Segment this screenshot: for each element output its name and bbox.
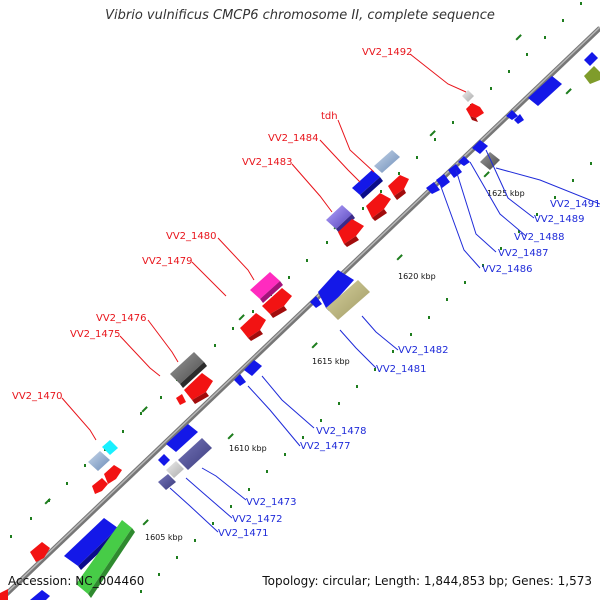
label-vv2-1471[interactable]: VV2_1471 [218,528,269,539]
gene-vv2-1475[interactable] [184,373,213,400]
label-vv2-1479[interactable]: VV2_1479 [142,256,193,267]
gene-vv2-1492[interactable] [466,103,484,118]
gene-vv2-1476[interactable] [170,352,204,384]
tick-label-1615: 1615 kbp [312,357,350,366]
forward-labels: VV2_1492 tdh VV2_1484 VV2_1483 VV2_1480 … [12,47,413,402]
gene-red-1483b[interactable] [366,193,391,218]
label-vv2-1470[interactable]: VV2_1470 [12,391,63,402]
summary-label: Topology: circular; Length: 1,844,853 bp… [262,574,592,588]
gene-vv2-1479-shade [248,330,263,341]
gene-red-1470b[interactable] [92,478,108,494]
tick-label-1620: 1620 kbp [398,272,436,281]
gene-red-1484b-shade [394,189,406,200]
tick-label-1610: 1610 kbp [229,444,267,453]
gene-tdh[interactable] [352,170,380,195]
tick-label-1605: 1605 kbp [145,533,183,542]
label-vv2-1477[interactable]: VV2_1477 [300,441,351,452]
label-vv2-1483[interactable]: VV2_1483 [242,157,293,168]
label-vv2-1489[interactable]: VV2_1489 [534,214,585,225]
label-vv2-1488[interactable]: VV2_1488 [514,232,565,243]
gene-vv2-1479[interactable] [240,313,266,338]
gene-vv2-1483-shade [336,214,355,233]
label-vv2-1472[interactable]: VV2_1472 [232,514,283,525]
gene-green-lower[interactable] [76,520,132,594]
map-title: Vibrio vulnificus CMCP6 chromosome II, c… [105,8,495,23]
reverse-leader-lines [169,149,600,533]
label-tdh[interactable]: tdh [321,111,338,122]
label-vv2-1475[interactable]: VV2_1475 [70,329,121,340]
gene-vv2-1489[interactable] [472,140,488,154]
gene-vv2-1475-shade [192,392,209,404]
gene-red-edge[interactable] [0,589,8,600]
gene-blue-lower[interactable] [64,518,118,566]
gene-red-1484b[interactable] [388,175,409,196]
label-vv2-1491[interactable]: VV2_1491 [550,199,600,210]
gene-blue-bottom[interactable] [30,590,50,600]
gene-red-1470a[interactable] [104,465,122,484]
chromosome-backbone-highlight [0,26,600,600]
label-vv2-1482[interactable]: VV2_1482 [398,345,449,356]
gene-vv2-1471[interactable] [158,474,176,490]
gene-vv2-1478[interactable] [244,360,262,376]
label-vv2-1476[interactable]: VV2_1476 [96,313,147,324]
gene-vv2-1477[interactable] [234,374,246,386]
gene-blue-small-1473[interactable] [158,454,170,466]
gene-tdh-shade [360,177,383,199]
gene-red-1480b[interactable] [262,288,292,314]
label-vv2-1487[interactable]: VV2_1487 [498,248,549,259]
label-vv2-1484[interactable]: VV2_1484 [268,133,319,144]
gene-vv2-1486[interactable] [426,182,440,194]
gene-vv2-1476-shade [180,362,207,388]
gene-blue-small-u1[interactable] [506,110,518,120]
gene-red-1483c-shade [344,236,359,247]
gene-vv2-1470[interactable] [102,440,118,455]
gene-red-1480b-shade [270,306,287,318]
accession-label: Accession: NC_004460 [8,574,145,588]
gene-vv2-1492-shadow [470,116,478,122]
gene-red-lowerleft[interactable] [30,542,50,562]
gene-vv2-1480-shade [260,281,283,303]
gene-blue-1473a[interactable] [166,424,198,452]
gene-red-1483b-shade [372,209,387,221]
gene-vv2-1480[interactable] [250,272,280,299]
gene-vv2-1473[interactable] [178,438,212,470]
gene-blue-upper-1[interactable] [528,76,562,106]
gene-vv2-1488[interactable] [458,156,470,166]
label-vv2-1480[interactable]: VV2_1480 [166,231,217,242]
gene-green-lower-shade [88,528,135,598]
gene-vv2-1487[interactable] [448,164,462,178]
gene-blue-upper-2[interactable] [584,52,598,66]
gene-vv2-1486a[interactable] [436,174,450,188]
label-vv2-1481[interactable]: VV2_1481 [376,364,427,375]
forward-strand-genes [0,90,484,600]
gene-vv2-1491[interactable] [480,152,500,170]
gene-olive-upper[interactable] [584,66,600,84]
gene-blue-small-u2[interactable] [514,114,524,124]
gene-red-small-1475[interactable] [176,394,186,405]
label-vv2-1473[interactable]: VV2_1473 [246,497,297,508]
gene-vv2-1482[interactable] [326,280,370,320]
gene-blue-1482[interactable] [318,270,354,308]
gene-vv2-1481[interactable] [310,296,322,308]
label-vv2-1478[interactable]: VV2_1478 [316,426,367,437]
label-vv2-1492[interactable]: VV2_1492 [362,47,413,58]
forward-leader-lines [61,53,467,441]
reverse-strand-genes [30,52,600,600]
gene-vv2-1492-fill[interactable] [462,90,474,102]
gene-vv2-1483[interactable] [326,205,352,229]
gene-vv2-1484[interactable] [374,150,400,173]
gene-vv2-1472[interactable] [166,461,184,478]
reverse-labels: VV2_1491 VV2_1489 VV2_1488 VV2_1487 VV2_… [218,199,600,539]
inner-tick-track [140,88,592,593]
label-vv2-1486[interactable]: VV2_1486 [482,264,533,275]
gene-light-1470[interactable] [88,451,110,471]
gene-red-1483c[interactable] [338,219,364,244]
